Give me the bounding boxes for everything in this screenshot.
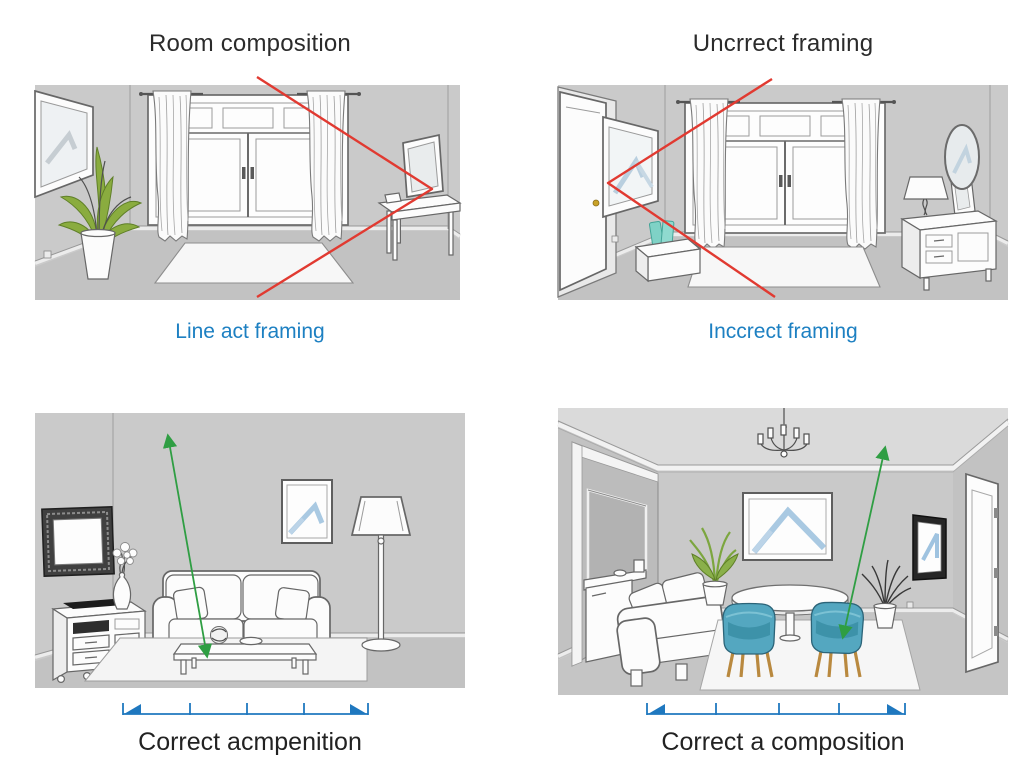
rug: [687, 246, 881, 288]
dark-framed-art: [912, 514, 947, 581]
left-arrowhead: [124, 704, 141, 714]
panel-top-right-caption: Inccrect framing: [708, 320, 858, 343]
ornate-mirror: [41, 506, 115, 577]
right-arrowhead: [887, 704, 904, 714]
wall-socket: [43, 250, 52, 259]
correct-composition-right-illustration: [556, 408, 1010, 695]
oval-mirror: [944, 124, 980, 190]
ceiling: [558, 408, 1008, 465]
width-dimension-left: [122, 703, 369, 715]
width-dimension-right: [646, 703, 906, 715]
right-curtain: [841, 98, 881, 250]
left-curtain: [152, 90, 192, 242]
bench-with-books: [634, 220, 702, 283]
wall-art: [281, 479, 333, 544]
panel-top-left: [34, 75, 462, 300]
door: [557, 86, 617, 298]
potted-plant: [57, 146, 143, 280]
vase-of-flowers: [112, 542, 138, 610]
rug: [153, 242, 355, 284]
chair-left: [722, 602, 776, 678]
window: [676, 98, 896, 250]
left-curtain: [689, 98, 729, 250]
wall-art: [742, 492, 833, 561]
tv: [63, 599, 123, 609]
panel-bottom-right-caption: Correct a composition: [661, 728, 905, 756]
green-guide-arrow: [162, 433, 213, 659]
wall-socket: [611, 235, 619, 243]
panel-bottom-left-caption: Correct acmpenition: [138, 728, 362, 756]
panel-top-right-title: Uncrrect framing: [692, 30, 874, 57]
crown-molding: [556, 420, 1010, 471]
panel-top-left-caption: Line act framing: [175, 320, 325, 343]
panel-bottom-right: [556, 408, 1010, 695]
wall-socket: [906, 601, 914, 609]
green-guide-arrow: [838, 445, 890, 640]
sideboard: [900, 175, 998, 291]
tilted-artwork: [34, 89, 94, 199]
tilted-artwork: [602, 115, 659, 219]
red-guide-line: [606, 77, 776, 298]
uncorrect-framing-illustration: [557, 77, 1009, 300]
floor-lamp: [350, 496, 412, 652]
panel-top-left-title: Room composition: [149, 30, 351, 57]
chandelier: [757, 408, 810, 458]
panel-bottom-left: [34, 413, 465, 688]
left-arrowhead: [648, 704, 665, 714]
green-plant: [689, 527, 739, 606]
sofa: [616, 572, 733, 687]
panel-top-right: [557, 77, 1009, 300]
correct-composition-left-illustration: [34, 413, 465, 688]
door: [965, 472, 999, 674]
window: [139, 90, 361, 242]
red-guide-line: [256, 75, 434, 299]
room-composition-illustration: [34, 75, 462, 300]
right-arrowhead: [350, 704, 367, 714]
door-knob: [592, 199, 600, 207]
dimension-line-left: [35, 700, 465, 724]
dimension-line-right: [558, 700, 1008, 724]
